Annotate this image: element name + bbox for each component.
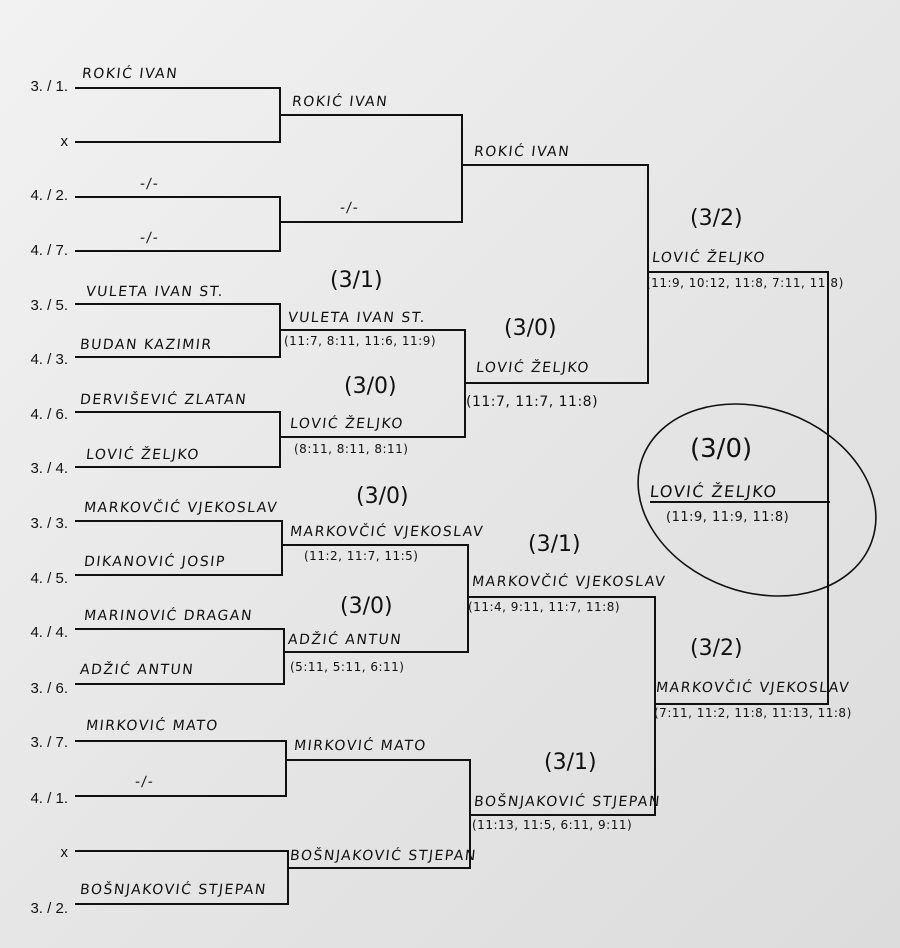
player-name: -/- xyxy=(134,774,156,790)
seed-label: 3. / 2. xyxy=(30,900,68,917)
winner-name: ROKIĆ IVAN xyxy=(291,94,389,110)
champion-name: LOVIĆ ŽELJKO xyxy=(649,482,779,501)
winner-name: ROKIĆ IVAN xyxy=(473,144,571,160)
player-name: ADŽIĆ ANTUN xyxy=(79,662,195,678)
winner-name: MARKOVČIĆ VJEKOSLAV xyxy=(289,524,485,540)
seed-label: 4. / 1. xyxy=(30,790,68,807)
bracket-r4 xyxy=(648,271,829,705)
bracket-r1-m5 xyxy=(75,520,283,576)
seed-label: 4. / 6. xyxy=(30,406,68,423)
match-scores: (11:2, 11:7, 11:5) xyxy=(304,549,419,563)
winner-name: MIRKOVIĆ MATO xyxy=(293,738,428,754)
seed-label: 3. / 3. xyxy=(30,515,68,532)
player-name: LOVIĆ ŽELJKO xyxy=(85,447,201,463)
winner-name: LOVIĆ ŽELJKO xyxy=(651,250,767,266)
seed-label: 3. / 6. xyxy=(30,680,68,697)
seed-label: 4. / 3. xyxy=(30,351,68,368)
player-name: MARINOVIĆ DRAGAN xyxy=(83,608,254,624)
winner-name: -/- xyxy=(339,200,361,216)
seed-label: 4. / 4. xyxy=(30,624,68,641)
winner-name: LOVIĆ ŽELJKO xyxy=(289,416,405,432)
player-name: DERVIŠEVIĆ ZLATAN xyxy=(79,392,249,408)
match-scores: (5:11, 5:11, 6:11) xyxy=(290,660,405,674)
match-result: (3/0) xyxy=(356,484,409,509)
winner-name: BOŠNJAKOVIĆ STJEPAN xyxy=(289,848,478,864)
final-result: (3/0) xyxy=(690,434,753,464)
bracket-r1-m8 xyxy=(75,850,289,905)
player-name: MIRKOVIĆ MATO xyxy=(85,718,220,734)
seed-label: 3. / 4. xyxy=(30,460,68,477)
winner-name: BOŠNJAKOVIĆ STJEPAN xyxy=(473,794,662,810)
match-result: (3/0) xyxy=(504,316,557,341)
match-result: (3/1) xyxy=(544,750,597,775)
match-result: (3/2) xyxy=(690,206,743,231)
winner-name: LOVIĆ ŽELJKO xyxy=(475,360,591,376)
bracket-r3-m2 xyxy=(468,596,656,816)
bracket-r2-m1 xyxy=(280,114,463,223)
seed-label: 4. / 7. xyxy=(30,242,68,259)
match-result: (3/0) xyxy=(344,374,397,399)
seed-label: 3. / 7. xyxy=(30,734,68,751)
winner-name: ADŽIĆ ANTUN xyxy=(287,632,403,648)
final-scores: (11:9, 11:9, 11:8) xyxy=(666,510,790,525)
match-result: (3/2) xyxy=(690,636,743,661)
bracket-r3-m1 xyxy=(462,164,649,384)
bracket-r1-m1 xyxy=(75,87,281,143)
winner-name: MARKOVČIĆ VJEKOSLAV xyxy=(655,680,851,696)
seed-label: 3. / 5. xyxy=(30,297,68,314)
seed-label: 3. / 1. xyxy=(30,78,68,95)
seed-label: x xyxy=(60,133,69,150)
match-scores: (7:11, 11:2, 11:8, 11:13, 11:8) xyxy=(654,706,852,720)
winner-name: VULETA IVAN ST. xyxy=(287,310,427,326)
bracket-r1-m2 xyxy=(75,196,281,252)
winner-circle xyxy=(637,403,877,597)
match-scores: (11:4, 9:11, 11:7, 11:8) xyxy=(468,600,621,614)
player-name: DIKANOVIĆ JOSIP xyxy=(83,554,227,570)
bracket-r1-m4 xyxy=(75,411,281,468)
player-name: -/- xyxy=(139,230,161,246)
player-name: VULETA IVAN ST. xyxy=(85,284,225,300)
match-scores: (11:7, 8:11, 11:6, 11:9) xyxy=(284,334,437,348)
player-name: BOŠNJAKOVIĆ STJEPAN xyxy=(79,882,268,898)
player-name: -/- xyxy=(139,176,161,192)
match-scores: (11:7, 11:7, 11:8) xyxy=(466,394,599,410)
match-result: (3/1) xyxy=(330,268,383,293)
seed-label: x xyxy=(60,844,69,861)
player-name: BUDAN KAZIMIR xyxy=(79,337,214,353)
match-scores: (8:11, 8:11, 8:11) xyxy=(294,442,409,456)
seed-label: 4. / 5. xyxy=(30,570,68,587)
bracket-r2-m3 xyxy=(282,544,469,653)
player-name: ROKIĆ IVAN xyxy=(81,66,179,82)
match-scores: (11:13, 11:5, 6:11, 9:11) xyxy=(472,818,633,832)
match-result: (3/0) xyxy=(340,594,393,619)
bracket-r1-m7 xyxy=(75,740,287,797)
seed-label: 4. / 2. xyxy=(30,187,68,204)
match-scores: (11:9, 10:12, 11:8, 7:11, 11:8) xyxy=(646,276,844,290)
winner-name: MARKOVČIĆ VJEKOSLAV xyxy=(471,574,667,590)
bracket-r1-m6 xyxy=(75,628,285,685)
match-result: (3/1) xyxy=(528,532,581,557)
player-name: MARKOVČIĆ VJEKOSLAV xyxy=(83,500,279,516)
